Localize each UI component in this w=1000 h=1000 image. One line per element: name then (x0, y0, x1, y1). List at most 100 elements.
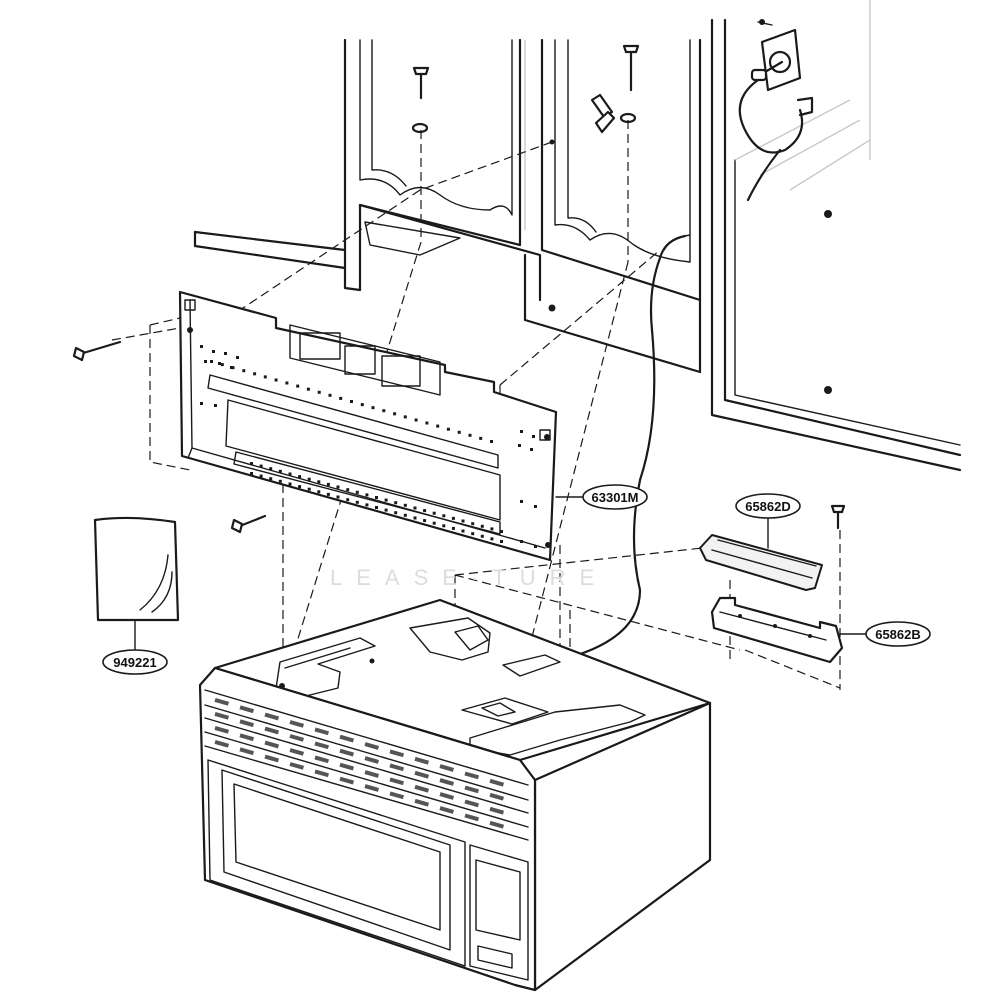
watermark: LEASE·TURE (330, 565, 608, 590)
screw-icon (757, 19, 773, 26)
screw-icon (412, 66, 430, 100)
vent-slot (439, 792, 455, 800)
plate-hole (288, 472, 292, 476)
plate-hole (350, 400, 353, 403)
plate-hole (326, 482, 330, 486)
plate-hole (520, 540, 523, 543)
vent-slot (339, 776, 355, 785)
vent-slot (239, 733, 255, 742)
plate-hole (212, 350, 215, 353)
plate-hole (242, 369, 246, 373)
vent-slot (214, 711, 230, 720)
upper-cabinets (193, 0, 962, 472)
screw-icon (230, 514, 267, 534)
vent-slot (439, 778, 455, 786)
plate-hole (432, 511, 436, 515)
plate-hole (480, 524, 484, 528)
plate-hole (425, 421, 429, 425)
mounting-plate (178, 290, 558, 562)
vent-slot (414, 798, 430, 807)
plate-hole (317, 490, 321, 494)
plate-hole (285, 381, 289, 385)
plate-hole (288, 482, 292, 486)
plate-hole (490, 537, 494, 541)
plate-hole (413, 516, 417, 520)
plate-hole (403, 513, 407, 517)
callout-label: 949221 (113, 655, 156, 670)
plate-hole (479, 436, 483, 440)
screw-icon (72, 340, 122, 362)
plate-hole (451, 526, 455, 530)
plate-hole (220, 363, 224, 367)
plate-hole (263, 375, 267, 379)
plate-hole (346, 498, 350, 502)
plate-hole (413, 506, 417, 510)
callout-label: 63301M (592, 490, 639, 505)
vent-slot (464, 785, 480, 794)
screw-icon (622, 44, 640, 92)
vent-slot (314, 741, 330, 750)
plate-hole (306, 387, 310, 391)
plate-hole (480, 534, 484, 538)
plate-hole (355, 500, 359, 504)
vent-slot (264, 712, 280, 721)
plate-hole (274, 378, 278, 382)
vent-slot (364, 742, 380, 750)
plate-hole (371, 406, 375, 410)
vent-slot (264, 754, 280, 763)
vent-slot (264, 726, 280, 735)
plate-hole (490, 440, 493, 443)
plate-hole (461, 529, 465, 533)
plate-hole (210, 360, 213, 363)
plate-hole (326, 492, 330, 496)
plate-hole (500, 540, 503, 543)
vent-slots (214, 697, 505, 829)
plate-hole (500, 530, 503, 533)
plate-hole (382, 409, 386, 413)
vent-slot (314, 769, 330, 778)
vent-slot (364, 784, 380, 792)
alignment-lines (111, 120, 841, 763)
plate-hole (339, 396, 343, 400)
vent-slot (314, 727, 330, 736)
vent-slot (339, 748, 355, 757)
callout-949221: 949221 (102, 649, 168, 675)
plate-hole (436, 424, 440, 428)
plate-hole (269, 467, 273, 471)
vent-slot (489, 778, 505, 787)
plate-hole (442, 524, 446, 528)
plate-hole (403, 415, 407, 419)
vent-slot (289, 720, 305, 728)
vent-slot (289, 734, 305, 742)
callout-label: 65862D (745, 499, 791, 514)
top-screws (411, 44, 640, 145)
vent-slot (264, 740, 280, 749)
plate-hole (224, 352, 227, 355)
plate-hole (200, 345, 203, 348)
vent-slot (214, 725, 230, 734)
plate-hole (259, 474, 263, 478)
plate-hole (423, 519, 427, 523)
vent-slot (214, 697, 230, 706)
plate-hole (218, 362, 221, 365)
power-outlet (738, 19, 814, 202)
vent-slot (214, 739, 230, 748)
plate-hole (442, 514, 446, 518)
plate-hole (384, 498, 388, 502)
callout-65862D: 65862D (735, 493, 801, 519)
bracket-top-part (699, 534, 823, 591)
plate-hole (298, 485, 302, 489)
microwave-oven (198, 598, 712, 992)
plate-hole (250, 472, 253, 475)
toggle-bolt (590, 93, 616, 134)
vent-slot (489, 820, 505, 829)
plate-hole (307, 487, 311, 491)
vent-slot (414, 770, 430, 779)
screw-icon (830, 504, 846, 530)
vent-slot (239, 705, 255, 714)
plate-holes (200, 345, 537, 548)
vent-slot (239, 747, 255, 756)
plate-hole (298, 475, 302, 479)
plate-hole (468, 433, 472, 437)
vent-slot (389, 749, 405, 758)
